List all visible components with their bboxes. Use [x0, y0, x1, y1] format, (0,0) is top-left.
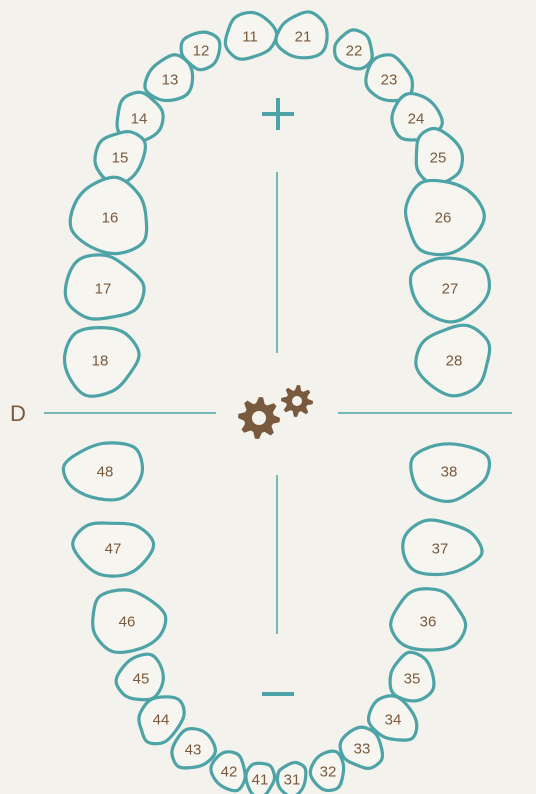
gears-icon[interactable]	[238, 385, 313, 439]
tooth-42[interactable]: 42	[211, 752, 245, 791]
side-label: D	[10, 401, 26, 426]
tooth-31[interactable]: 31	[277, 762, 305, 794]
tooth-11[interactable]: 11	[225, 12, 276, 59]
tooth-21[interactable]: 21	[276, 12, 327, 58]
tooth-36[interactable]: 36	[391, 589, 466, 650]
tooth-41[interactable]: 41	[246, 763, 275, 794]
tooth-label: 38	[441, 464, 458, 481]
tooth-label: 12	[193, 43, 210, 60]
tooth-25[interactable]: 25	[416, 129, 462, 186]
tooth-38[interactable]: 38	[411, 444, 490, 502]
tooth-label: 46	[119, 614, 136, 631]
gear-hole	[252, 411, 266, 425]
tooth-label: 32	[320, 764, 337, 781]
tooth-32[interactable]: 32	[310, 751, 343, 790]
tooth-label: 14	[131, 111, 148, 128]
tooth-46[interactable]: 46	[93, 590, 166, 653]
tooth-18[interactable]: 18	[65, 328, 139, 397]
tooth-label: 18	[92, 353, 109, 370]
tooth-43[interactable]: 43	[172, 729, 216, 768]
tooth-35[interactable]: 35	[390, 652, 434, 701]
tooth-label: 42	[221, 764, 238, 781]
tooth-label: 47	[105, 541, 122, 558]
tooth-17[interactable]: 17	[65, 255, 144, 319]
tooth-label: 34	[385, 712, 402, 729]
tooth-label: 45	[133, 671, 150, 688]
tooth-label: 21	[295, 29, 312, 46]
tooth-label: 35	[404, 671, 421, 688]
tooth-label: 17	[95, 281, 112, 298]
tooth-16[interactable]: 16	[70, 177, 146, 253]
plus-sign	[262, 98, 294, 130]
tooth-label: 44	[153, 712, 170, 729]
tooth-22[interactable]: 22	[335, 30, 373, 69]
tooth-13[interactable]: 13	[145, 55, 193, 101]
tooth-27[interactable]: 27	[410, 258, 489, 322]
tooth-label: 22	[346, 43, 363, 60]
tooth-label: 25	[430, 150, 447, 167]
tooth-label: 23	[381, 72, 398, 89]
tooth-label: 41	[252, 772, 269, 789]
tooth-26[interactable]: 26	[406, 180, 485, 254]
tooth-label: 26	[435, 210, 452, 227]
tooth-45[interactable]: 45	[116, 654, 163, 700]
tooth-label: 27	[442, 281, 459, 298]
tooth-label: 33	[354, 741, 371, 758]
tooth-label: 24	[408, 111, 425, 128]
tooth-label: 11	[242, 29, 258, 46]
tooth-label: 43	[185, 742, 202, 759]
tooth-37[interactable]: 37	[403, 520, 482, 574]
tooth-label: 16	[102, 210, 119, 227]
gear-hole	[292, 396, 302, 406]
tooth-label: 15	[112, 150, 129, 167]
tooth-28[interactable]: 28	[416, 325, 490, 396]
tooth-label: 13	[162, 72, 179, 89]
tooth-label: 31	[284, 772, 301, 789]
tooth-label: 48	[97, 464, 114, 481]
tooth-label: 37	[432, 541, 449, 558]
tooth-47[interactable]: 47	[73, 523, 154, 576]
tooth-48[interactable]: 48	[63, 443, 142, 500]
tooth-label: 28	[446, 353, 463, 370]
tooth-label: 36	[420, 614, 437, 631]
